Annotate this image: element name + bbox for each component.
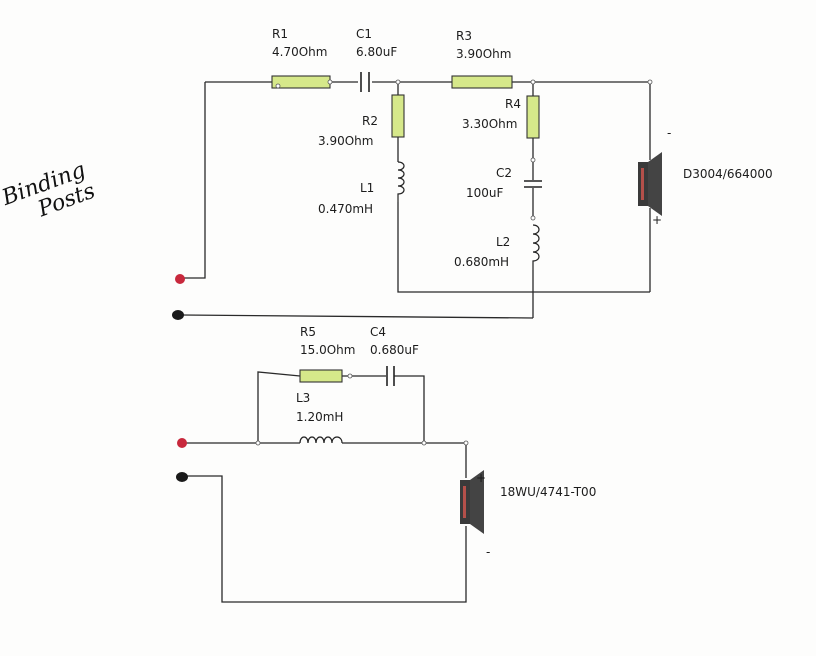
node bbox=[421, 440, 427, 446]
node bbox=[463, 440, 469, 446]
node bbox=[275, 83, 281, 89]
r4-name: R4 bbox=[505, 97, 521, 111]
node bbox=[395, 79, 401, 85]
negative-binding-post-bottom bbox=[176, 472, 188, 482]
c1-value: 6.80uF bbox=[356, 45, 397, 59]
node bbox=[255, 440, 261, 446]
speaker-top-label: D3004/664000 bbox=[683, 167, 773, 181]
speaker-top-minus: - bbox=[667, 126, 671, 140]
c2-name: C2 bbox=[496, 166, 512, 180]
l3-value: 1.20mH bbox=[296, 410, 343, 424]
c1-name: C1 bbox=[356, 27, 372, 41]
node bbox=[347, 373, 353, 379]
l1-value: 0.470mH bbox=[318, 202, 373, 216]
top-return-wire bbox=[181, 314, 534, 319]
speaker-bottom: + - bbox=[460, 470, 490, 559]
resistor-r4 bbox=[526, 95, 540, 139]
resistor-r2 bbox=[391, 94, 405, 138]
r1-value: 4.70Ohm bbox=[272, 45, 327, 59]
node bbox=[530, 79, 536, 85]
node bbox=[530, 215, 536, 221]
c2-value: 100uF bbox=[466, 186, 504, 200]
woofer-circuit: + - R5 15.0Ohm C4 0.680uF L3 1.20mH 18WU… bbox=[176, 325, 596, 603]
speaker-bottom-minus: - bbox=[486, 545, 490, 559]
c4-value: 0.680uF bbox=[370, 343, 419, 357]
c4-name: C4 bbox=[370, 325, 386, 339]
positive-binding-post-top bbox=[175, 274, 185, 284]
r3-value: 3.90Ohm bbox=[456, 47, 511, 61]
inductor-l2 bbox=[532, 224, 540, 270]
tweeter-circuit: - + R1 4.70Ohm C1 6.80uF R3 3.90Ohm R2 3… bbox=[172, 27, 773, 320]
speaker-bottom-plus: + bbox=[476, 471, 486, 485]
handwritten-note: Binding Posts bbox=[0, 158, 98, 223]
negative-binding-post-top bbox=[172, 310, 184, 320]
r5-value: 15.0Ohm bbox=[300, 343, 355, 357]
node bbox=[530, 157, 536, 163]
r5-name: R5 bbox=[300, 325, 316, 339]
r2-name: R2 bbox=[362, 114, 378, 128]
node bbox=[647, 79, 653, 85]
inductor-l3 bbox=[299, 436, 343, 444]
r4-value: 3.30Ohm bbox=[462, 117, 517, 131]
r5-branch-wire bbox=[257, 371, 425, 443]
positive-binding-post-bottom bbox=[177, 438, 187, 448]
left-feed-wire bbox=[182, 82, 206, 279]
l3-name: L3 bbox=[296, 391, 310, 405]
bottom-return-wire bbox=[182, 475, 467, 603]
resistor-r5 bbox=[299, 369, 343, 383]
speaker-top-plus: + bbox=[652, 213, 662, 227]
resistor-r3 bbox=[451, 75, 513, 89]
r3-name: R3 bbox=[456, 29, 472, 43]
l2-name: L2 bbox=[496, 235, 510, 249]
l1-name: L1 bbox=[360, 181, 374, 195]
resistor-r1 bbox=[271, 75, 331, 89]
r2-value: 3.90Ohm bbox=[318, 134, 373, 148]
speaker-top: - + bbox=[638, 126, 671, 227]
speaker-bottom-label: 18WU/4741-T00 bbox=[500, 485, 596, 499]
l2-value: 0.680mH bbox=[454, 255, 509, 269]
node bbox=[327, 79, 333, 85]
r1-name: R1 bbox=[272, 27, 288, 41]
inductor-l1 bbox=[397, 161, 405, 202]
woofer-feed-wire bbox=[182, 442, 467, 478]
